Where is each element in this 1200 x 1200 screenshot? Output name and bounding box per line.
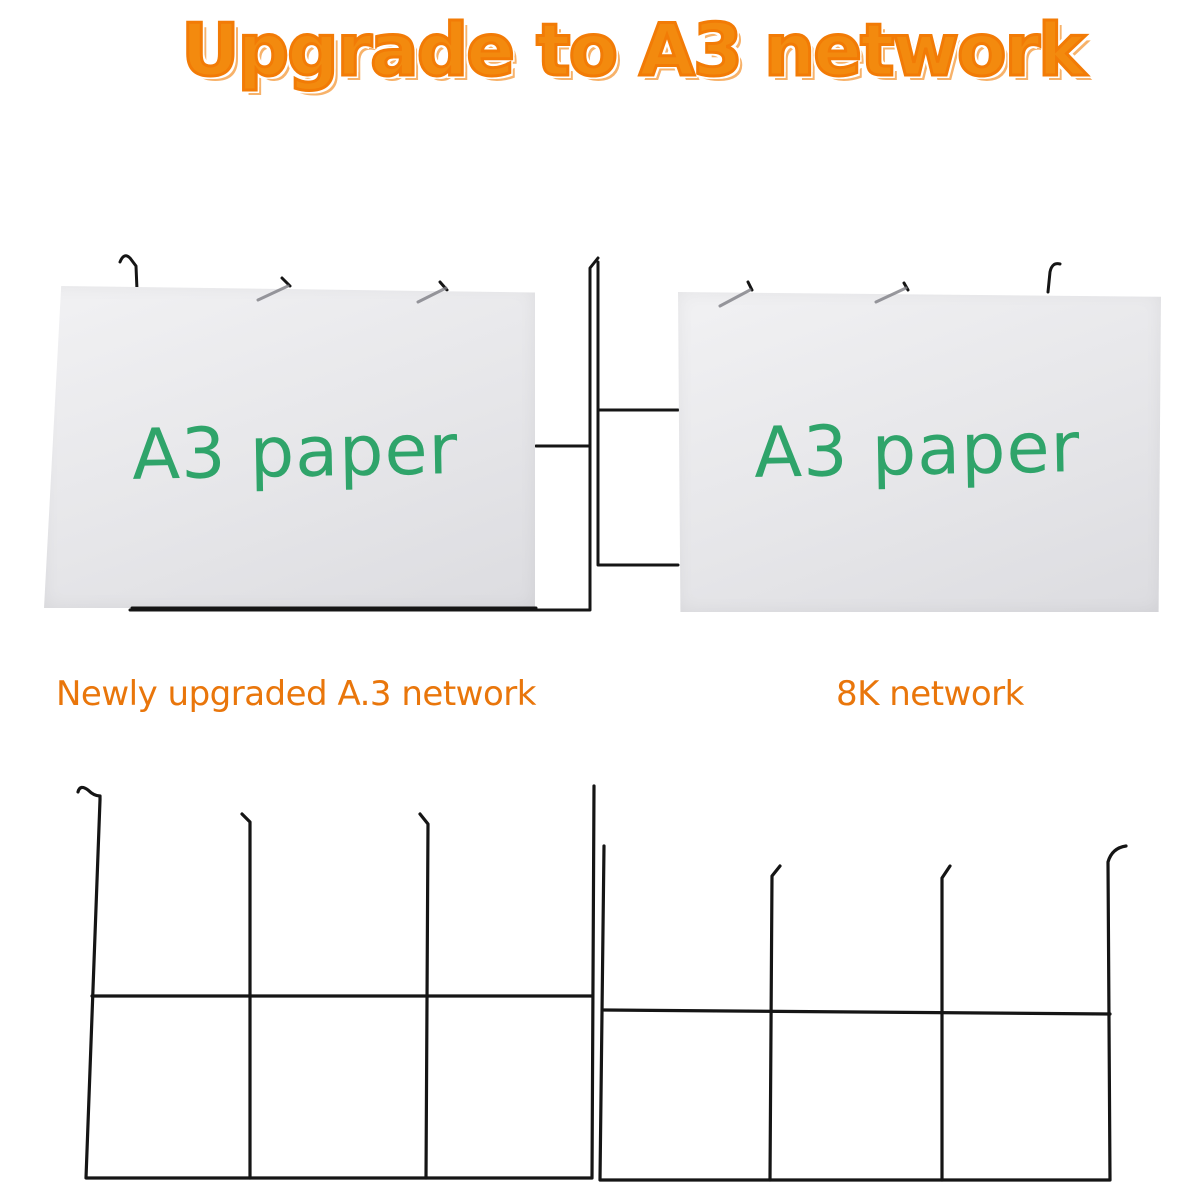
- a3-paper-sheet-right: [678, 292, 1161, 612]
- caption-left: Newly upgraded A.3 network: [56, 674, 536, 714]
- left-empty-rack: [76, 784, 596, 1180]
- right-empty-rack: [598, 844, 1128, 1182]
- headline: Upgrade to A3 network: [180, 7, 1088, 94]
- left-rack-top-wires: [118, 254, 600, 612]
- caption-right: 8K network: [836, 674, 1024, 714]
- a3-paper-sheet-left: [44, 286, 535, 608]
